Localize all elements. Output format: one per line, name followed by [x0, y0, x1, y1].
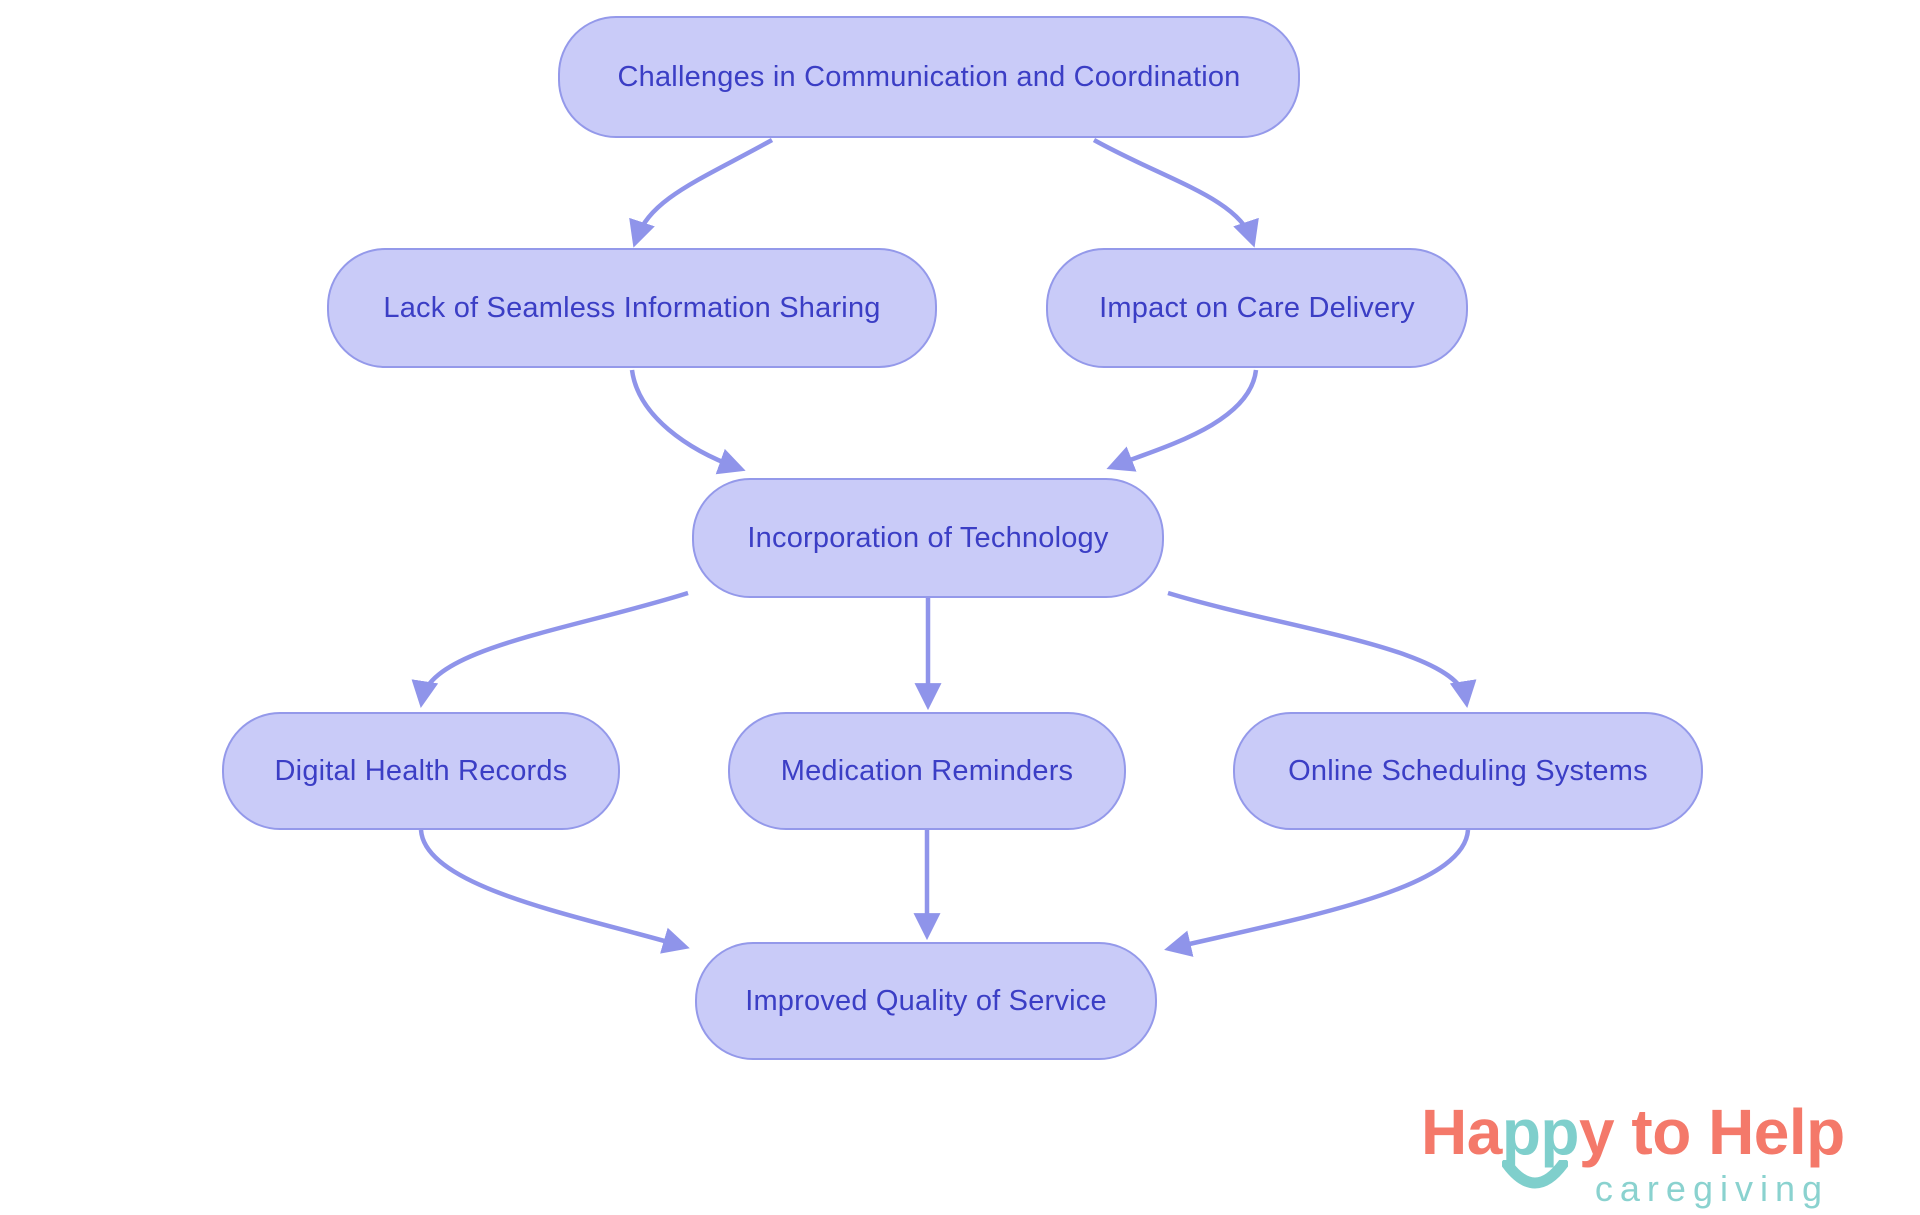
edge-challenges-to-impact-care-delivery — [1092, 138, 1259, 248]
edge-challenges-to-lack-of-sharing — [629, 138, 774, 248]
node-impact-care-delivery: Impact on Care Delivery — [1046, 248, 1468, 368]
node-incorporation-technology: Incorporation of Technology — [692, 478, 1164, 598]
smile-icon — [1501, 1160, 1568, 1196]
node-online-scheduling: Online Scheduling Systems — [1233, 712, 1703, 830]
edge-incorporation-technology-to-digital-health-records — [411, 590, 689, 709]
logo-text-y: y — [1579, 1096, 1615, 1168]
node-challenges: Challenges in Communication and Coordina… — [558, 16, 1300, 138]
node-medication-reminders: Medication Reminders — [728, 712, 1126, 830]
edge-online-scheduling-to-improved-quality — [1164, 829, 1471, 957]
logo-text-ha: Ha — [1421, 1096, 1502, 1168]
logo-text-to: to — [1614, 1096, 1709, 1168]
logo-tagline: caregiving — [1594, 1168, 1829, 1209]
edge-lack-of-sharing-to-incorporation-technology — [629, 369, 746, 475]
node-improved-quality: Improved Quality of Service — [695, 942, 1157, 1060]
node-lack-of-sharing: Lack of Seamless Information Sharing — [327, 248, 937, 368]
edge-impact-care-delivery-to-incorporation-technology — [1106, 369, 1259, 472]
logo-text-help: Help — [1708, 1096, 1845, 1168]
edge-digital-health-records-to-improved-quality — [418, 829, 690, 954]
edge-incorporation-technology-to-online-scheduling — [1167, 590, 1477, 709]
logo-text-pp: pp — [1501, 1100, 1580, 1189]
node-digital-health-records: Digital Health Records — [222, 712, 620, 830]
